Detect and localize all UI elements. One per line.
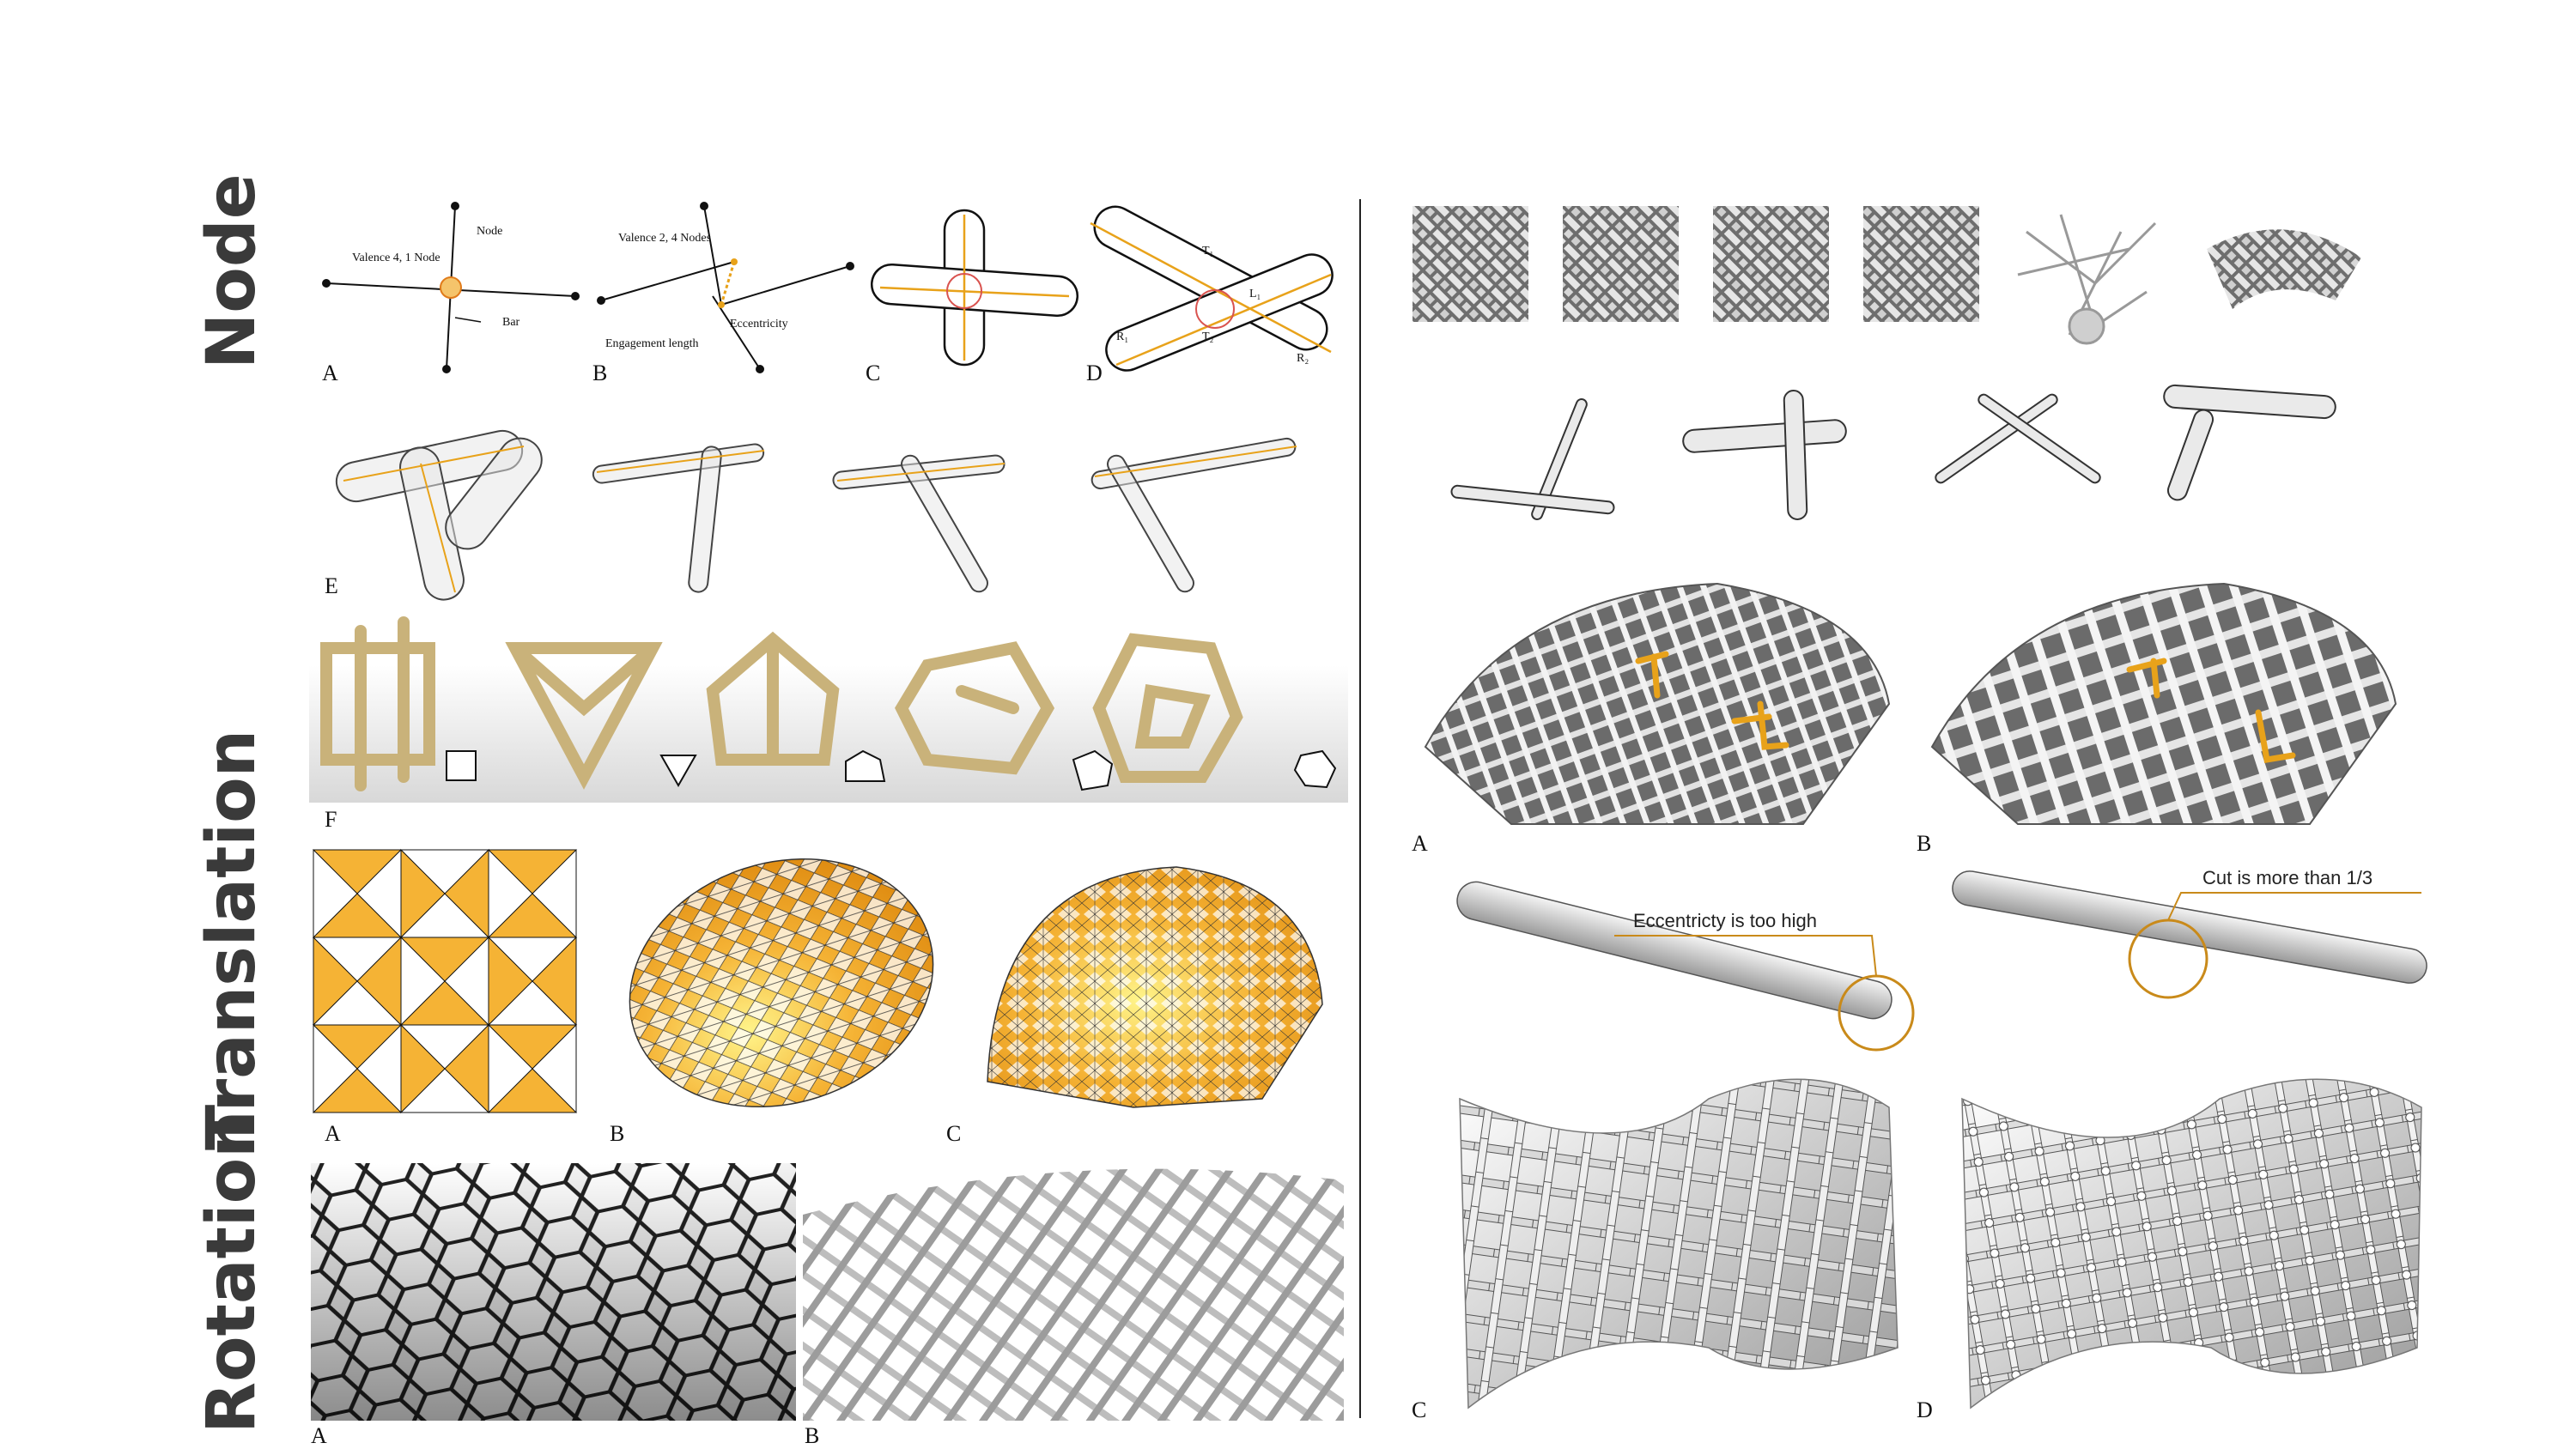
node-diagram-c [870, 209, 1079, 367]
woven-shell-b [1930, 582, 2397, 825]
annot-a-node: Node [477, 225, 503, 238]
rotation-render-b [803, 1163, 1344, 1421]
node-panel-a: A [322, 361, 338, 385]
right-panel-a: A [1412, 831, 1428, 856]
column-divider [1359, 199, 1361, 1418]
section-label-node: Node [193, 173, 270, 369]
annot-b-engagement: Engagement length [605, 337, 699, 350]
callout-eccentricity: Eccentricty is too high [1633, 910, 1817, 931]
node-diagram-d [1090, 205, 1334, 372]
callout-cut: Cut is more than 1/3 [2202, 867, 2373, 888]
bar-detail-d [1952, 870, 2427, 999]
translation-panel-c: C [946, 1121, 962, 1146]
annot-a-bar: Bar [502, 316, 520, 329]
translation-pattern-a [312, 848, 578, 1114]
section-label-translation: Translation [193, 729, 270, 1150]
node-diagram-e [335, 429, 1297, 601]
right-panel-d: D [1917, 1397, 1933, 1422]
annot-b-valence: Valence 2, 4 Nodes [618, 232, 712, 245]
translation-panel-a: A [325, 1121, 341, 1146]
annot-a-valence: Valence 4, 1 Node [352, 252, 440, 264]
bar-detail-c [1456, 881, 1915, 1052]
rotation-panel-a: A [311, 1423, 327, 1448]
saddle-shell-c [1459, 1078, 1899, 1410]
node-diagram-f [309, 616, 1348, 803]
annot-d-l1: L₁ [1249, 288, 1261, 300]
translation-panel-b: B [610, 1121, 625, 1146]
right-panel-c: C [1412, 1397, 1427, 1422]
section-label-rotation: Rotation [193, 1110, 270, 1434]
saddle-shell-d [1961, 1078, 2422, 1410]
node-panel-b: B [592, 361, 608, 385]
rotation-render-a [311, 1163, 796, 1421]
node-panel-f: F [325, 807, 337, 832]
woven-shell-a [1424, 582, 1891, 825]
translation-dome-b [629, 858, 934, 1108]
annot-d-t2: T₂ [1202, 330, 1214, 343]
woven-tile-samples [1413, 206, 2361, 345]
translation-dome-c [987, 866, 1323, 1108]
rotation-panel-b: B [805, 1423, 820, 1448]
joint-element-samples [1450, 384, 2336, 520]
annot-d-t1: T₁ [1202, 245, 1214, 258]
node-panel-e: E [325, 573, 338, 598]
annot-d-r2: R₂ [1297, 352, 1309, 365]
node-diagram-a [322, 202, 580, 373]
annot-b-eccentricity: Eccentricity [730, 318, 788, 330]
node-panel-c: C [866, 361, 881, 385]
node-diagram-b [597, 202, 854, 373]
annot-d-r1: R₁ [1116, 330, 1129, 343]
node-panel-d: D [1086, 361, 1103, 385]
right-panel-b: B [1917, 831, 1932, 856]
